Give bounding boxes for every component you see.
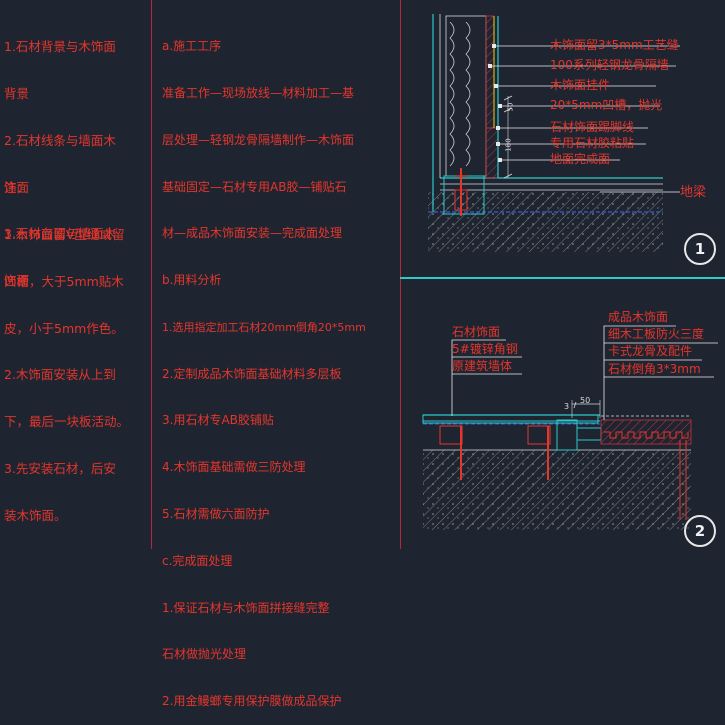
red-wall-layer — [485, 15, 495, 129]
detail-1-drawing — [422, 14, 718, 530]
stone-skirting — [485, 127, 499, 179]
note-item: 饰面 — [4, 179, 30, 195]
d2-label-wood: 成品木饰面 — [608, 310, 669, 324]
d1-label-beam: 地梁 — [680, 185, 707, 200]
d2-label-keel: 卡式龙骨及配件 — [608, 344, 693, 358]
process-line: b.用料分析 — [162, 273, 222, 288]
d1-label-floor: 地面完成面 — [550, 152, 611, 166]
d2-label-chamfer: 石材倒角3*3mm — [608, 362, 701, 376]
remark-line: 3.先安装石材，后安 — [4, 460, 116, 476]
column-divider-2 — [400, 0, 401, 549]
note-item: 3.石材台面与墙面木 — [4, 226, 116, 242]
process-line: 5.石材需做六面防护 — [162, 507, 270, 521]
process-line: 层处理—轻钢龙骨隔墙制作—木饰面 — [162, 132, 355, 147]
d2-label-stone: 石材饰面 — [452, 325, 501, 339]
process-line: 1.保证石材与木饰面拼接缝完整 — [162, 600, 330, 615]
process-line: 3.用石材专AB胶铺贴 — [162, 413, 274, 428]
note-item: 1.石材背景与木饰面 — [4, 39, 116, 55]
process-line: 准备工作—现场放线—材料加工—基 — [162, 85, 355, 100]
process-line: a.施工工序 — [162, 39, 222, 54]
process-line: 2.用金鳗螂专用保护膜做成品保护 — [162, 694, 342, 709]
detail-divider — [400, 277, 725, 279]
d2-label-angle: 5#镀锌角钢 — [452, 342, 518, 356]
remarks-title: 注： — [4, 180, 30, 196]
process-line: 材—成品木饰面安装—完成面处理 — [162, 226, 343, 241]
left-remarks: 注： 1.木饰面留V型缝或留 凹槽，大于5mm贴木 皮，小于5mm作色。 2.木… — [4, 149, 129, 539]
d1-dim-180: 180 — [504, 138, 513, 152]
process-line: c.完成面处理 — [162, 553, 233, 568]
d1-dim-50: 50 — [506, 102, 515, 112]
process-line: 基础固定—石材专用AB胶—铺贴石 — [162, 179, 347, 194]
remark-line: 凹槽，大于5mm贴木 — [4, 273, 124, 289]
left-notes: 1.石材背景与木饰面 背景 2.石材线条与墙面木 饰面 3.石材台面与墙面木 饰… — [4, 8, 116, 304]
detail-2-badge: 2 — [684, 515, 716, 547]
d1-label-polish: 20*5mm凹槽，抛光 — [550, 98, 663, 112]
ground-dots — [428, 192, 663, 252]
process-line: 2.定制成品木饰面基础材料多层板 — [162, 366, 342, 381]
remark-line: 1.木饰面留V型缝或留 — [4, 226, 125, 242]
remark-line: 下，最后一块板活动。 — [4, 414, 130, 430]
remark-line: 2.木饰面安装从上到 — [4, 367, 116, 383]
process-line: 4.木饰面基础需做三防处理 — [162, 460, 306, 475]
d2-dim-50: 50 — [580, 396, 591, 405]
d1-label-adhesive: 专用石材胶粘贴 — [550, 136, 635, 150]
note-item: 背景 — [4, 85, 30, 101]
process-line: 石材做抛光处理 — [162, 647, 247, 662]
d1-label-skirting: 石材饰面踢脚线 — [550, 120, 635, 134]
remark-line: 装木饰面。 — [4, 507, 67, 523]
note-item: 饰面 — [4, 273, 30, 289]
column-divider-1 — [151, 0, 152, 549]
note-item: 2.石材线条与墙面木 — [4, 132, 116, 148]
remark-line: 皮，小于5mm作色。 — [4, 320, 124, 336]
d2-label-wall: 原建筑墙体 — [452, 359, 513, 373]
d2-dim-3: 3 — [564, 402, 570, 411]
process-line: 1.选用指定加工石材20mm倒角20*5mm — [162, 320, 366, 334]
d2-label-board: 细木工板防火三度 — [608, 327, 705, 341]
detail-1-badge: 1 — [684, 233, 716, 265]
d1-label-groove: 木饰面留3*5mm工艺缝 — [550, 38, 679, 52]
d1-label-stud-wall: 100系列轻钢龙骨隔墙 — [550, 58, 669, 72]
d2-stone-slab — [422, 414, 599, 424]
d1-label-hanger: 木饰面挂件 — [550, 78, 611, 92]
